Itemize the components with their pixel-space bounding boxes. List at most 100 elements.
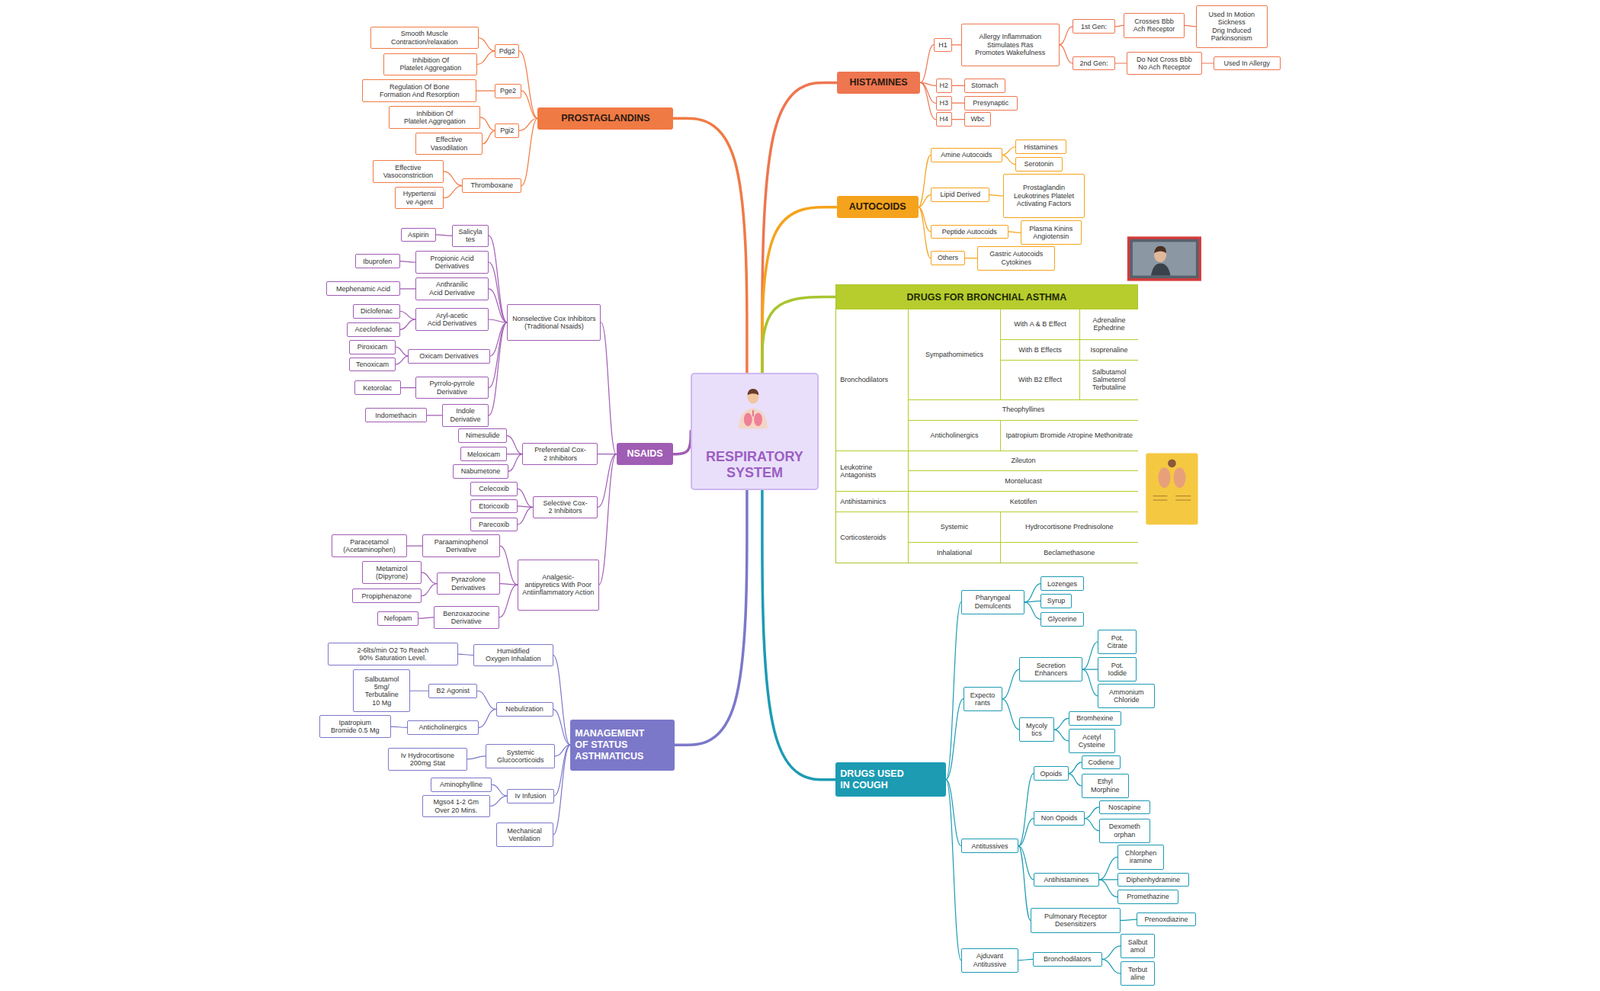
branch-connector bbox=[426, 414, 443, 416]
topic-box: Promethazine bbox=[1117, 889, 1179, 905]
branch-connector bbox=[421, 572, 437, 584]
topic-box: Pge2 bbox=[494, 83, 522, 99]
table-cell: Antihistaminics bbox=[836, 491, 908, 512]
topic-box: Aspirin bbox=[400, 227, 437, 243]
node-text: Bromhexine bbox=[1076, 714, 1113, 722]
node-text: AUTOCOIDS bbox=[849, 201, 907, 213]
table-header: DRUGS FOR BRONCHIAL ASTHMA bbox=[836, 285, 1137, 309]
photo-body bbox=[1151, 262, 1171, 276]
node-text: H2 bbox=[939, 81, 949, 90]
sticky-note bbox=[1145, 452, 1198, 525]
branch-connector bbox=[945, 779, 962, 961]
topic-box: Nebulization bbox=[496, 702, 554, 717]
node-text: Used In Allergy bbox=[1224, 59, 1271, 68]
note-line bbox=[1153, 495, 1168, 497]
topic-box: Allergy Inflammation Stimulates Ras Prom… bbox=[961, 23, 1060, 67]
topic-box: Aminophylline bbox=[430, 777, 492, 792]
table-cell: Leukotrine Antagonists bbox=[836, 451, 908, 492]
node-text: Etoricoxib bbox=[478, 502, 510, 510]
topic-box: Benzoxazocine Derivative bbox=[433, 606, 500, 629]
note-line bbox=[1153, 500, 1168, 501]
branch-connector bbox=[488, 262, 507, 323]
topic-box: Histamines bbox=[1015, 139, 1067, 154]
topic-box: Crosses Bbb Ach Receptor bbox=[1123, 12, 1185, 38]
node-text: Ethyl Morphine bbox=[1085, 777, 1126, 794]
node-text: RESPIRATORY SYSTEM bbox=[696, 448, 812, 481]
node-text: Serotonin bbox=[1023, 160, 1054, 168]
branch-connector bbox=[458, 654, 474, 655]
node-text: H3 bbox=[939, 99, 949, 107]
branch-topic: DRUGS USED IN COUGH bbox=[835, 762, 946, 798]
branch-connector bbox=[488, 235, 507, 323]
topic-box: Tenoxicam bbox=[349, 357, 397, 372]
table-grid: BronchodilatorsSympathomimeticsWith Α & … bbox=[836, 309, 1137, 563]
topic-box: Antihistamines bbox=[1033, 872, 1100, 888]
node-text: Anthranilic Acid Derivative bbox=[419, 280, 485, 297]
topic-box: Amine Autocoids bbox=[930, 147, 1003, 163]
node-text: Humidified Oxygen Inhalation bbox=[477, 647, 549, 664]
node-text: Pot. Citrate bbox=[1101, 634, 1133, 651]
node-text: Nabumetone bbox=[461, 467, 501, 475]
node-text: Β2 Agonist bbox=[436, 686, 471, 695]
branch-connector bbox=[395, 346, 408, 356]
node-text: Wbc bbox=[970, 115, 985, 123]
node-text: Acetyl Cysteine bbox=[1072, 733, 1113, 750]
branch-connector bbox=[1082, 669, 1098, 696]
topic-box: Iv Hydrocortisone 200mg Stat bbox=[387, 747, 468, 770]
node-text: MANAGEMENT OF STATUS ASTHMATICUS bbox=[574, 727, 671, 763]
node-text: Aryl-acetic Acid Derivatives bbox=[419, 311, 485, 328]
node-text: Effective Vasoconstriction bbox=[376, 163, 441, 180]
topic-box: Lipid Derived bbox=[930, 187, 991, 203]
branch-connector bbox=[553, 708, 571, 745]
topic-box: 2nd Gen: bbox=[1072, 56, 1116, 71]
topic-box: Pulmonary Receptor Desensitizers bbox=[1030, 907, 1121, 933]
topic-box: Etoricoxib bbox=[470, 499, 518, 514]
topic-box: Salbutamol 5mg/ Terbutaline 10 Mg bbox=[352, 669, 411, 712]
table-cell: Montelucast bbox=[908, 471, 1138, 491]
node-text: Gastric Autocoids Cytokines bbox=[981, 250, 1052, 267]
node-text: Nebulization bbox=[505, 705, 544, 713]
table-cell: With Β Effects bbox=[1000, 339, 1080, 360]
branch-connector bbox=[477, 51, 495, 65]
branch-connector bbox=[1202, 62, 1214, 64]
node-text: Secretion Enhancers bbox=[1022, 661, 1079, 678]
branch-connector bbox=[1002, 698, 1020, 730]
topic-box: Lozenges bbox=[1040, 576, 1084, 591]
node-text: Iv Infusion bbox=[515, 791, 547, 800]
node-text: Tenoxicam bbox=[355, 360, 389, 369]
branch-connector bbox=[521, 118, 538, 186]
node-text: Salbutamol 5mg/ Terbutaline 10 Mg bbox=[356, 675, 407, 707]
table-cell: Bronchodilators bbox=[836, 309, 908, 451]
topic-box: Secretion Enhancers bbox=[1019, 657, 1083, 682]
topic-box: Acetyl Cysteine bbox=[1068, 728, 1116, 754]
node-text: Ajduvant Antitussive bbox=[965, 952, 1015, 969]
node-text: Glycerine bbox=[1048, 615, 1078, 623]
node-text: Promethazine bbox=[1126, 892, 1170, 901]
topic-box: Smooth Muscle Contraction/relaxation bbox=[370, 26, 479, 49]
node-text: Crosses Bbb Ach Receptor bbox=[1127, 17, 1181, 34]
topic-box: Mechanical Ventilation bbox=[496, 822, 554, 847]
topic-box: Effective Vasodilation bbox=[415, 132, 483, 155]
topic-box: Wbc bbox=[964, 112, 991, 127]
node-text: H4 bbox=[939, 115, 949, 123]
branch-connector bbox=[1102, 958, 1121, 974]
topic-box: H2 bbox=[936, 78, 953, 93]
branch-connector bbox=[1099, 879, 1118, 898]
table-cell: Sympathomimetics bbox=[908, 309, 1000, 400]
topic-box: Humidified Oxygen Inhalation bbox=[473, 644, 553, 667]
node-text: 2-6lts/min O2 To Reach 90% Saturation Le… bbox=[331, 646, 455, 663]
node-text: 2nd Gen: bbox=[1080, 59, 1109, 68]
branch-connector bbox=[491, 784, 507, 796]
topic-box: Gastric Autocoids Cytokines bbox=[977, 246, 1055, 271]
topic-box: Prostaglandin Leukotrines Platelet Activ… bbox=[1003, 173, 1085, 219]
branch-connector bbox=[1002, 154, 1016, 164]
branch-connector bbox=[1115, 62, 1127, 64]
branch-connector bbox=[918, 154, 931, 207]
node-text: Salicyla tes bbox=[455, 227, 485, 244]
node-text: Smooth Muscle Contraction/relaxation bbox=[374, 29, 475, 46]
topic-box: Selective Cox-2 Inhibitors bbox=[532, 496, 599, 519]
node-text: Histamines bbox=[1023, 143, 1059, 151]
topic-box: Mycoly tics bbox=[1019, 717, 1055, 742]
branch-connector bbox=[600, 322, 616, 455]
node-text: DRUGS USED IN COUGH bbox=[840, 768, 942, 792]
